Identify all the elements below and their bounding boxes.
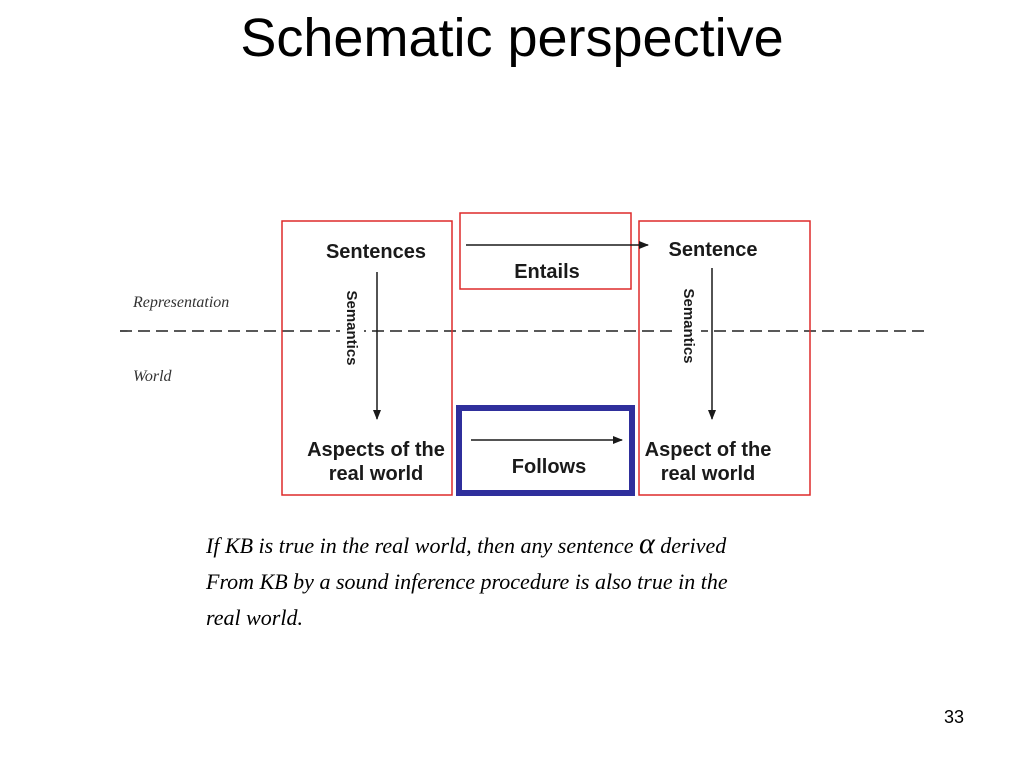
entails-red-frame [459,212,632,290]
right-red-frame [638,220,811,496]
caption: If KB is true in the real world, then an… [206,528,906,636]
alpha-symbol: α [639,527,655,560]
follows-blue-frame [456,405,635,496]
right-bottom-label-line2: real world [661,463,755,485]
slide-title: Schematic perspective [240,8,784,68]
world-label: World [133,368,173,385]
right-top-label: Sentence [669,239,758,261]
representation-label: Representation [132,294,229,311]
right-bottom-label-line1: Aspect of the [645,439,772,461]
follows-label: Follows [512,456,586,478]
caption-line-3: real world. [206,605,303,630]
left-semantics-label: Semantics [343,290,360,365]
left-red-frame [281,220,453,496]
entails-label: Entails [514,261,580,283]
left-semantics-mask [340,283,364,375]
left-top-label: Sentences [326,241,426,263]
left-bottom-label-line1: Aspects of the [307,439,445,461]
right-semantics-mask [677,280,701,372]
caption-line-1: If KB is true in the real world, then an… [206,528,906,564]
caption-line-1-start: If KB is true in the real world, then an… [206,533,639,558]
page-number: 33 [943,707,964,727]
caption-line-2: From KB by a sound inference procedure i… [206,569,728,594]
right-semantics-label: Semantics [680,288,697,363]
left-bottom-label-line2: real world [329,463,423,485]
caption-line-1-end: derived [654,533,727,558]
